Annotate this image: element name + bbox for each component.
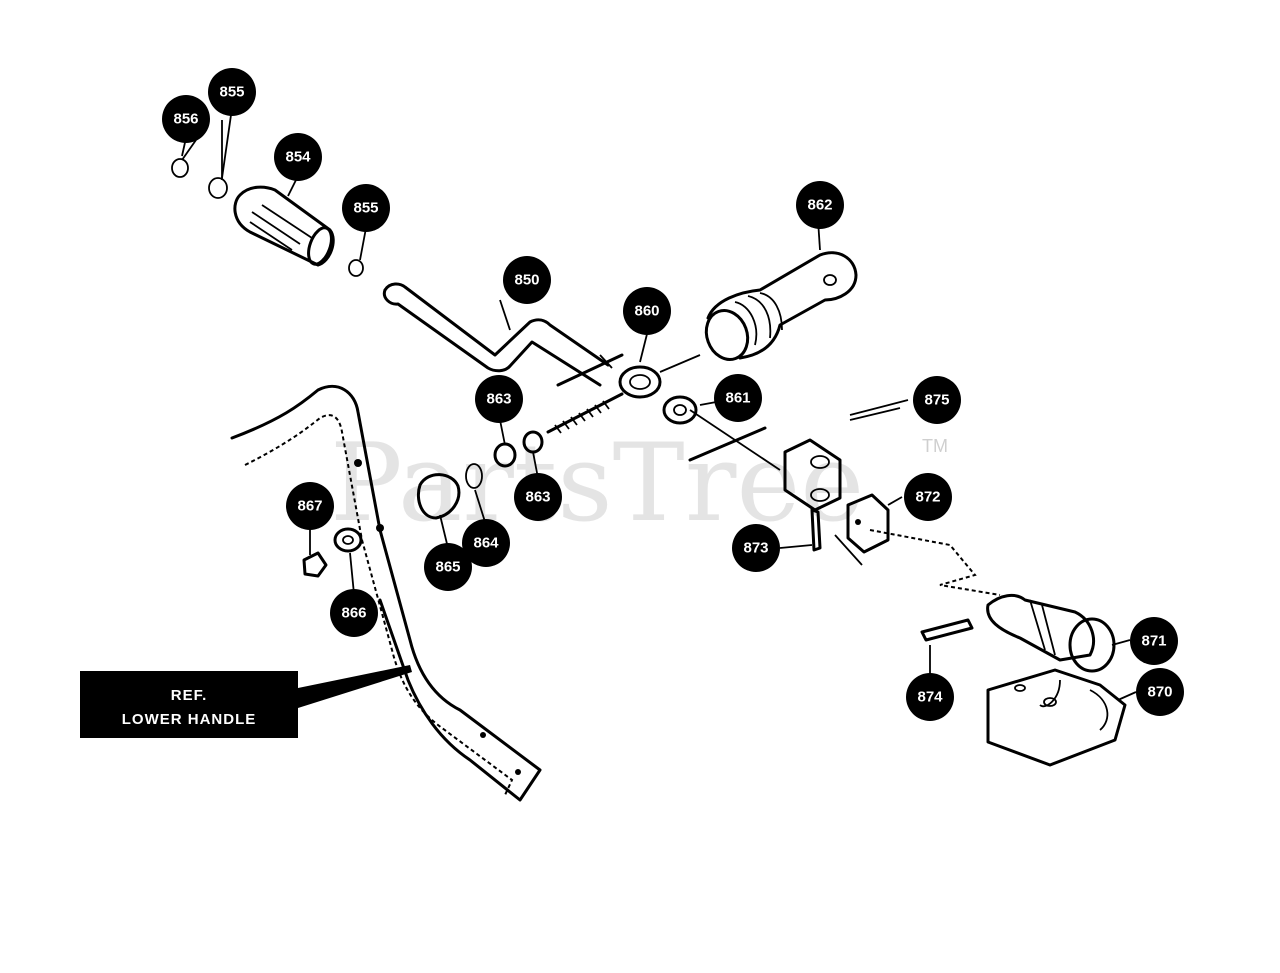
watermark-trademark: TM	[922, 436, 948, 456]
svg-text:873: 873	[743, 540, 768, 557]
svg-text:860: 860	[634, 303, 659, 320]
svg-text:855: 855	[353, 200, 378, 217]
svg-text:865: 865	[435, 559, 460, 576]
callout-860[interactable]: 860	[623, 287, 671, 335]
svg-text:872: 872	[915, 489, 940, 506]
callout-855-top[interactable]: 855	[208, 68, 256, 116]
callout-861[interactable]: 861	[714, 374, 762, 422]
callout-855-bottom[interactable]: 855	[342, 184, 390, 232]
callout-872[interactable]: 872	[904, 473, 952, 521]
linkage-drawing	[302, 353, 701, 578]
svg-text:862: 862	[807, 197, 832, 214]
svg-text:875: 875	[924, 392, 949, 409]
callout-866[interactable]: 866	[330, 589, 378, 637]
svg-text:850: 850	[514, 272, 539, 289]
bracket-drawing	[688, 407, 1001, 596]
ref-label-line1: REF.	[171, 687, 208, 704]
ref-lower-handle-label: REF. LOWER HANDLE	[80, 665, 412, 738]
switch-drawing	[920, 593, 1127, 767]
callout-874[interactable]: 874	[906, 673, 954, 721]
callout-862[interactable]: 862	[796, 181, 844, 229]
svg-text:861: 861	[725, 390, 750, 407]
lower-handle-drawing	[230, 384, 542, 802]
svg-text:863: 863	[486, 391, 511, 408]
leader-lines	[181, 107, 1137, 701]
callout-854[interactable]: 854	[274, 133, 322, 181]
watermark: PartsTree	[330, 421, 864, 546]
callout-864[interactable]: 864	[462, 519, 510, 567]
callout-871[interactable]: 871	[1130, 617, 1178, 665]
svg-text:867: 867	[297, 498, 322, 515]
callout-850[interactable]: 850	[503, 256, 551, 304]
callout-873[interactable]: 873	[732, 524, 780, 572]
svg-text:864: 864	[473, 535, 499, 552]
svg-text:854: 854	[285, 149, 311, 166]
ref-label-line2: LOWER HANDLE	[122, 711, 257, 728]
svg-text:863: 863	[525, 489, 550, 506]
svg-text:874: 874	[917, 689, 943, 706]
callout-867[interactable]: 867	[286, 482, 334, 530]
callout-870[interactable]: 870	[1136, 668, 1184, 716]
svg-text:856: 856	[173, 111, 198, 128]
callout-865[interactable]: 865	[424, 543, 472, 591]
callout-856[interactable]: 856	[162, 95, 210, 143]
grip-parts-drawing	[171, 120, 364, 277]
svg-text:855: 855	[219, 84, 244, 101]
callout-863-top[interactable]: 863	[475, 375, 523, 423]
callout-875[interactable]: 875	[913, 376, 961, 424]
shift-rod-drawing	[382, 282, 613, 387]
control-lever-drawing	[704, 251, 858, 361]
svg-text:871: 871	[1141, 633, 1166, 650]
svg-text:870: 870	[1147, 684, 1172, 701]
callouts: 856 855 854 855 850 862 860 863 861 875 …	[162, 68, 1184, 721]
svg-text:866: 866	[341, 605, 366, 622]
callout-863-bottom[interactable]: 863	[514, 473, 562, 521]
